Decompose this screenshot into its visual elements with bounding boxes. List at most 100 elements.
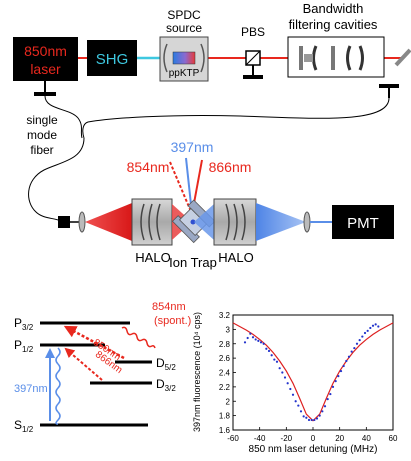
laser-post-foot — [34, 92, 56, 96]
data-point — [331, 385, 335, 388]
fiber-label-line1: single — [26, 113, 58, 127]
data-point — [363, 331, 367, 335]
spdc-lens-right — [200, 43, 205, 73]
level-d32-label: D3/2 — [156, 377, 176, 393]
level-p32-label: P3/2 — [14, 316, 34, 332]
data-point — [291, 393, 295, 396]
y-tick-label: 1.6 — [219, 426, 231, 435]
cavity-2-mirror-b — [346, 45, 352, 71]
level-p32-sub: 3/2 — [22, 323, 34, 332]
level-s12-label: S1/2 — [14, 418, 34, 434]
data-point — [369, 326, 372, 330]
energy-levels: P3/2 P1/2 S1/2 D5/2 D3/2 397nm 854nm (sp… — [14, 301, 191, 434]
fiber-from-cavities — [82, 97, 390, 139]
fiber-label-line3: fiber — [30, 143, 53, 157]
data-point — [323, 405, 327, 408]
level-d52-sub: 5/2 — [165, 363, 177, 372]
pbs-post-foot — [243, 75, 263, 79]
data-point — [278, 367, 281, 370]
transition-397-wavy — [55, 347, 61, 425]
data-point — [321, 410, 324, 413]
y-tick-label: 2.2 — [219, 383, 231, 392]
x-tick-label: -40 — [254, 434, 266, 443]
shg-box — [87, 40, 137, 76]
fiber-from-laser — [44, 95, 83, 139]
level-d32-sub: 3/2 — [165, 384, 177, 393]
plot-line-layer — [232, 322, 394, 422]
cavities-label-line2: filtering cavities — [289, 17, 378, 32]
data-point — [299, 410, 303, 413]
data-point — [337, 374, 340, 378]
data-point — [307, 418, 311, 422]
data-point — [358, 339, 361, 342]
plot-ylabel: 397nm fluorescence (10⁴ cps) — [192, 312, 202, 432]
data-point — [350, 350, 353, 353]
plot-xlabel: 850 nm laser detuning (MHz) — [249, 444, 378, 455]
data-point — [254, 338, 257, 341]
data-point — [243, 341, 247, 344]
level-d52-main: D — [156, 356, 165, 370]
halo-left-lens-3 — [156, 203, 161, 241]
data-point — [318, 414, 321, 417]
blue-beam-focus — [194, 204, 214, 240]
ppktp-crystal — [172, 51, 196, 65]
data-point — [371, 324, 375, 327]
data-point — [342, 364, 345, 368]
x-tick-label: 60 — [389, 434, 398, 443]
data-point — [345, 359, 348, 363]
data-point — [265, 347, 268, 350]
beam-866-label: 866nm — [209, 159, 252, 175]
right-lens — [303, 211, 311, 233]
x-tick-label: -60 — [227, 434, 239, 443]
data-point — [294, 400, 297, 403]
transition-854-label-line2: (spont.) — [154, 315, 191, 327]
fit-curve — [232, 322, 394, 422]
plot-point-layer — [243, 323, 380, 422]
pbs-diagonal — [245, 50, 261, 66]
level-p12-main: P — [14, 338, 22, 352]
data-point — [267, 349, 271, 353]
data-point — [259, 341, 263, 344]
cavity-1-mirror-b — [312, 45, 318, 71]
y-tick-label: 3 — [226, 325, 231, 334]
setup-diagram: 850nm laser SHG SPDC source ppKTP PBS Ba… — [13, 1, 411, 270]
crystal-label: ppKTP — [169, 68, 200, 79]
cavity-2-mirror-a — [331, 46, 335, 70]
data-point — [366, 329, 369, 332]
left-lens — [78, 211, 86, 233]
data-point — [326, 397, 329, 401]
data-point — [281, 371, 284, 374]
level-s12-main: S — [14, 418, 22, 432]
data-point — [302, 415, 305, 418]
level-s12-sub: 1/2 — [22, 425, 34, 434]
y-tick-label: 2.6 — [219, 354, 231, 363]
y-tick-label: 1.8 — [219, 412, 231, 421]
data-point — [377, 325, 380, 328]
halo-right-lens-2 — [233, 203, 238, 241]
data-point — [249, 332, 252, 335]
transition-866-arrow — [64, 347, 103, 381]
y-tick-label: 2.4 — [219, 369, 231, 378]
level-p12-label: P1/2 — [14, 338, 34, 354]
data-point — [262, 342, 265, 345]
pbs-label: PBS — [241, 25, 265, 39]
spdc-label-line1: SPDC — [167, 8, 201, 22]
data-point — [246, 336, 249, 340]
data-point — [273, 358, 276, 361]
spdc-lens-left — [163, 43, 168, 73]
x-tick-label: -20 — [281, 434, 293, 443]
halo-left-lens-1 — [140, 203, 145, 241]
cavity-2-mirror-c — [358, 45, 364, 71]
beam-397-label: 397nm — [171, 139, 214, 155]
data-point — [334, 380, 337, 383]
x-tick-label: 40 — [362, 434, 371, 443]
fiber-to-halo — [28, 137, 85, 221]
y-tick-label: 2 — [226, 397, 231, 406]
halo-right-lens-1 — [225, 203, 230, 241]
corner-mirror — [394, 48, 411, 67]
data-point — [270, 354, 273, 357]
halo-left-lens-2 — [148, 203, 153, 241]
data-point — [297, 404, 300, 407]
